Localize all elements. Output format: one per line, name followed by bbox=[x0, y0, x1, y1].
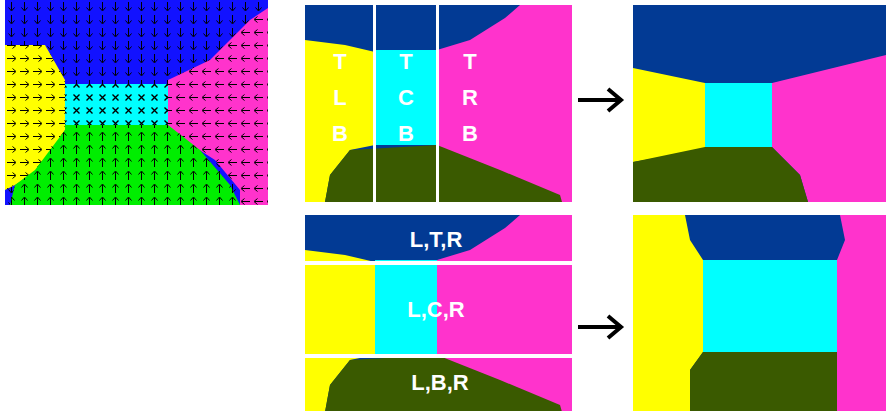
region-label: T L B bbox=[329, 44, 351, 152]
region-label: L,B,R bbox=[411, 370, 468, 396]
region-label: L,C,R bbox=[407, 297, 464, 323]
layout-result bbox=[633, 215, 886, 411]
transition-arrow bbox=[578, 89, 621, 338]
segmentation-bands bbox=[305, 215, 572, 411]
region-label: T C B bbox=[395, 44, 417, 152]
region-label: T R B bbox=[459, 44, 481, 152]
layout-result bbox=[633, 5, 886, 202]
segmentation-strips bbox=[305, 5, 572, 202]
region-label: L,T,R bbox=[410, 227, 463, 253]
orientation-map bbox=[5, 0, 268, 205]
